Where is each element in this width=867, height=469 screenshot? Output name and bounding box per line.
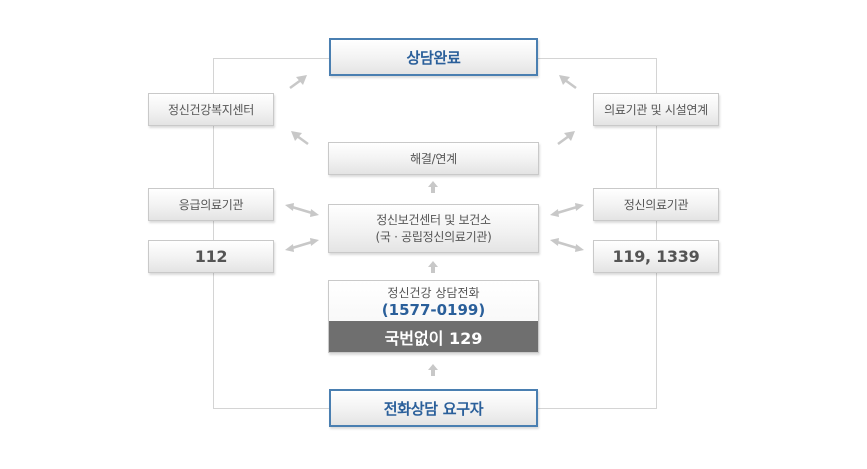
- hotline-toll-free-band: 국번없이 129: [329, 321, 538, 352]
- medical-facility-link-label: 의료기관 및 시설연계: [604, 103, 708, 117]
- mental-health-welfare-center-label: 정신건강복지센터: [168, 103, 254, 117]
- up-arrow-icon: [428, 181, 438, 193]
- emergency-medical-node: 응급의료기관: [148, 188, 274, 221]
- hotline-number: (1577-0199): [381, 301, 486, 319]
- mental-health-welfare-center-node: 정신건강복지센터: [148, 93, 274, 126]
- double-arrow-icon: [550, 203, 584, 217]
- fire-emergency-node: 119, 1339: [593, 240, 719, 273]
- resolution-link-node: 해결/연계: [328, 142, 539, 175]
- diagonal-arrow-icon: [557, 131, 575, 146]
- frame-left: [213, 58, 214, 409]
- double-arrow-icon: [285, 203, 319, 217]
- resolution-link-label: 해결/연계: [410, 152, 457, 166]
- hotline-label: 정신건강 상담전화: [387, 286, 480, 300]
- psychiatric-medical-node: 정신의료기관: [593, 188, 719, 221]
- frame-right: [656, 58, 657, 409]
- hotline-info: 정신건강 상담전화 (1577-0199): [329, 281, 538, 323]
- diagonal-arrow-icon: [559, 75, 577, 90]
- double-arrow-icon: [285, 238, 319, 252]
- medical-facility-link-node: 의료기관 및 시설연계: [593, 93, 719, 126]
- frame-bottom-left: [213, 408, 329, 409]
- police-label: 112: [194, 247, 228, 266]
- health-center-line2: (국 · 공립정신의료기관): [375, 229, 492, 244]
- health-center-node: 정신보건센터 및 보건소 (국 · 공립정신의료기관): [328, 204, 539, 253]
- caller-label: 전화상담 요구자: [383, 399, 484, 418]
- hotline-node: 정신건강 상담전화 (1577-0199) 국번없이 129: [328, 280, 539, 353]
- frame-top-right: [538, 58, 657, 59]
- hotline-toll-free-label: 국번없이 129: [384, 328, 483, 348]
- double-arrow-icon: [550, 238, 584, 252]
- up-arrow-icon: [428, 261, 438, 273]
- health-center-line1: 정신보건센터 및 보건소: [376, 212, 491, 227]
- police-node: 112: [148, 240, 274, 273]
- diagonal-arrow-icon: [291, 131, 309, 146]
- up-arrow-icon: [428, 364, 438, 376]
- caller-node: 전화상담 요구자: [329, 389, 538, 427]
- psychiatric-medical-label: 정신의료기관: [623, 198, 689, 212]
- consult-complete-node: 상담완료: [329, 38, 538, 76]
- frame-top-left: [213, 58, 329, 59]
- frame-bottom-right: [538, 408, 657, 409]
- consult-complete-label: 상담완료: [406, 48, 461, 67]
- fire-emergency-label: 119, 1339: [612, 247, 700, 266]
- diagonal-arrow-icon: [289, 75, 307, 90]
- emergency-medical-label: 응급의료기관: [178, 198, 244, 212]
